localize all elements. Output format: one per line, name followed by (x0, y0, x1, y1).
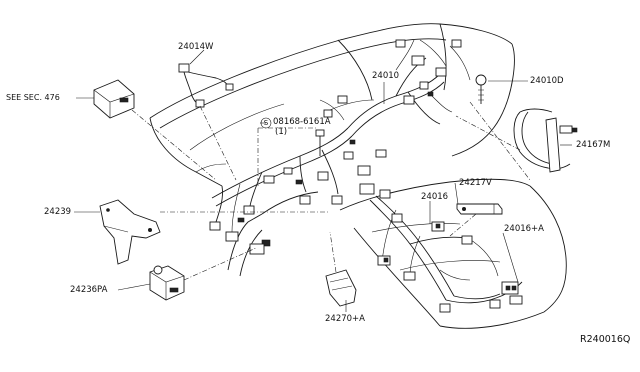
part-label-24016[interactable]: 24016 (421, 192, 449, 202)
main-harness (209, 39, 471, 255)
center-console (339, 178, 567, 329)
part-label-24270A[interactable]: 24270+A (325, 314, 365, 324)
console-harness (369, 195, 523, 313)
cover-24270A (325, 269, 357, 307)
bolt-symbol: S (263, 119, 269, 127)
bolt-08168-6161A (315, 129, 325, 156)
part-label-24167M[interactable]: 24167M (576, 140, 611, 150)
clip-24010D (475, 74, 487, 104)
leader-lines (74, 49, 572, 312)
part-label-24236PA[interactable]: 24236PA (70, 285, 108, 295)
instrument-panel-outline (149, 23, 515, 277)
part-label-24014W[interactable]: 24014W (178, 42, 214, 52)
harness-24014W (178, 63, 234, 108)
bolt-symbol-circle (260, 117, 272, 129)
see-section-reference: SEE SEC. 476 (6, 93, 60, 102)
cable-24167M (513, 108, 578, 173)
part-label-24010[interactable]: 24010 (372, 71, 400, 81)
module-sec-476 (93, 79, 135, 119)
diagram-code: R240016Q (580, 334, 631, 345)
bolt-quantity: (1) (275, 127, 288, 137)
part-label-24217V[interactable]: 24217V (459, 178, 492, 188)
bracket-24239 (99, 199, 161, 265)
part-label-24239[interactable]: 24239 (44, 207, 72, 217)
part-label-24010D[interactable]: 24010D (530, 76, 564, 86)
part-label-24016A[interactable]: 24016+A (504, 224, 544, 234)
part-label-08168-6161A[interactable]: 08168-6161A (273, 117, 331, 127)
bracket-24217V (456, 203, 503, 215)
sensor-24236PA (149, 265, 185, 301)
